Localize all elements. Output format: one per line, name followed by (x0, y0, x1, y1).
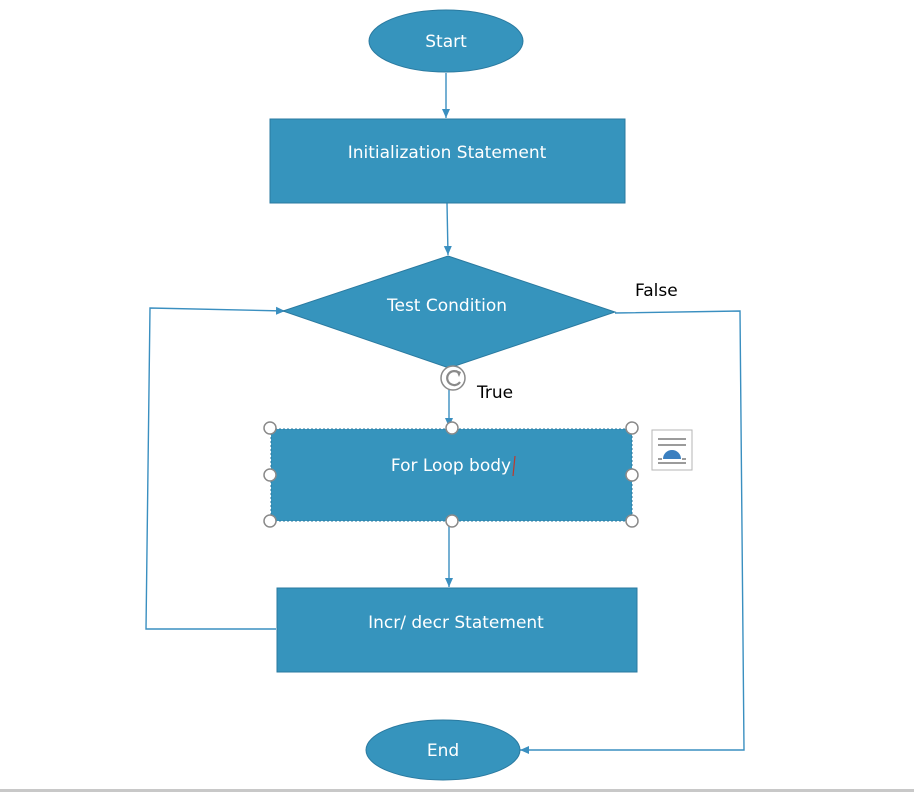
true-label: True (476, 383, 513, 403)
end-node[interactable]: End (365, 719, 521, 781)
text-cursor (512, 455, 516, 477)
rotate-icon[interactable] (440, 365, 466, 391)
handle-middle-right[interactable] (625, 468, 639, 482)
test-node[interactable]: Test Condition (281, 255, 617, 369)
handle-bottom-middle[interactable] (445, 514, 459, 528)
handle-middle-left[interactable] (263, 468, 277, 482)
handle-top-left[interactable] (263, 421, 277, 435)
body-node[interactable]: For Loop body (270, 428, 633, 522)
selection-handles[interactable] (263, 421, 639, 528)
start-node[interactable]: Start (368, 9, 524, 73)
incr-label: Incr/ decr Statement (368, 613, 544, 633)
layout-options-icon[interactable] (651, 429, 693, 471)
body-label: For Loop body (391, 456, 511, 476)
handle-top-middle[interactable] (445, 421, 459, 435)
handle-bottom-right[interactable] (625, 514, 639, 528)
test-label: Test Condition (386, 296, 507, 316)
edge-false-to-end (520, 310, 745, 754)
false-label: False (635, 281, 678, 301)
handle-top-right[interactable] (625, 421, 639, 435)
incr-node[interactable]: Incr/ decr Statement (276, 587, 638, 673)
init-label: Initialization Statement (348, 143, 547, 163)
edge-incr-loop-back (145, 306, 286, 630)
end-label: End (427, 741, 459, 761)
init-node[interactable]: Initialization Statement (269, 118, 626, 204)
page-bottom-border (0, 789, 914, 792)
handle-bottom-left[interactable] (263, 514, 277, 528)
edge-init-to-test (443, 202, 452, 256)
start-label: Start (425, 32, 467, 52)
